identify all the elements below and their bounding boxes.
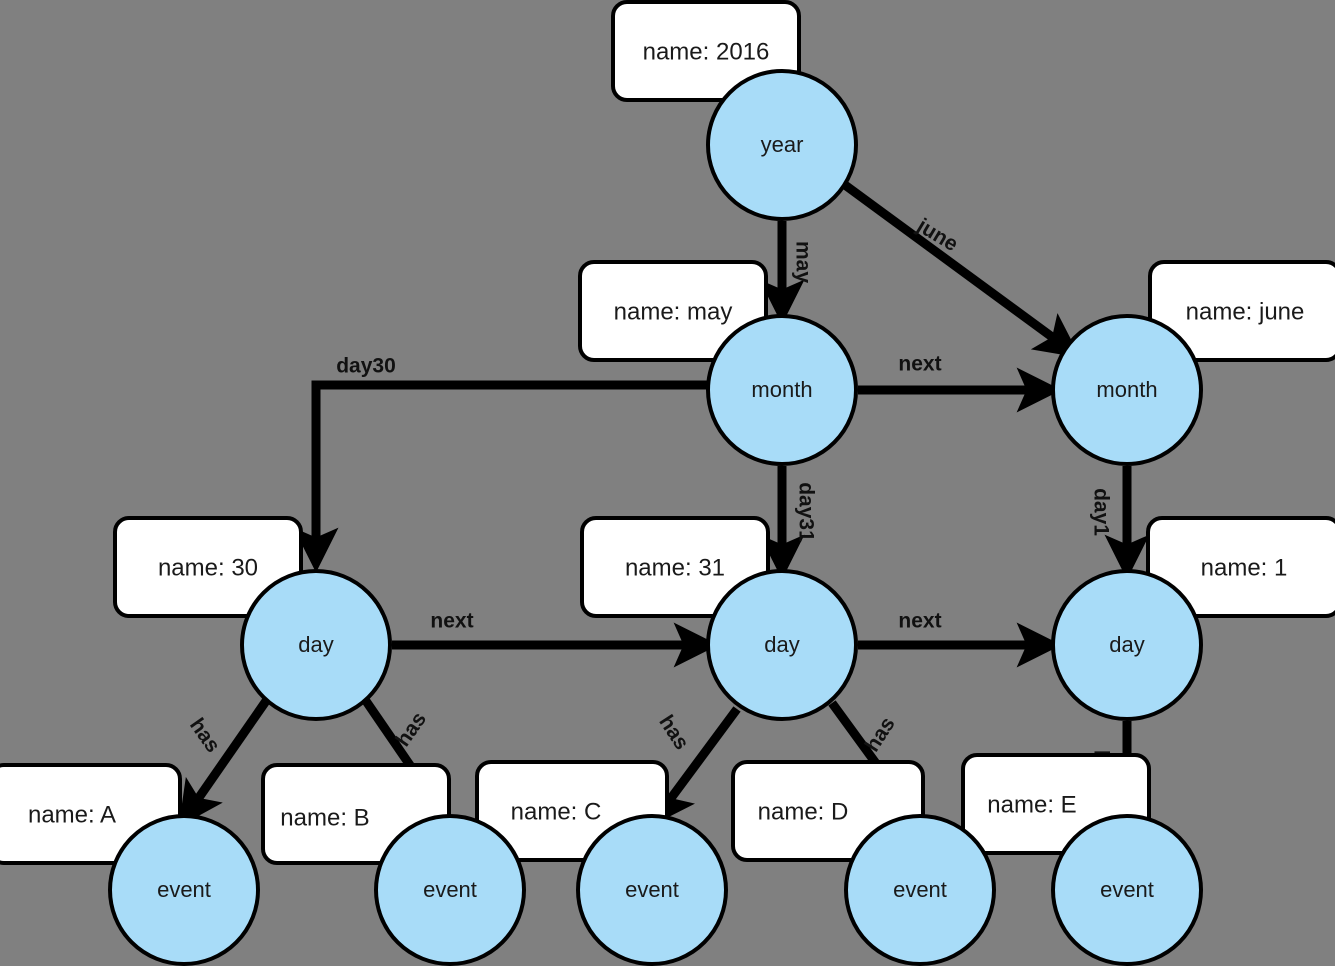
node-circle[interactable]	[706, 569, 858, 721]
property-box-text: name: 31	[625, 554, 725, 581]
edge-may-day30: day30	[293, 355, 708, 573]
property-box-text: name: D	[758, 798, 849, 825]
property-box-text: name: 2016	[643, 38, 770, 65]
node-label: month	[1096, 377, 1157, 402]
node-circle[interactable]	[1051, 569, 1203, 721]
node-circle[interactable]	[108, 814, 260, 966]
property-box-text: name: C	[511, 798, 602, 825]
property-box-text: name: june	[1186, 298, 1305, 325]
node-label: day	[298, 632, 333, 657]
node-day-1[interactable]: day	[1051, 569, 1203, 721]
property-box-text: name: 1	[1201, 554, 1288, 581]
node-circle[interactable]	[1051, 314, 1203, 466]
node-circle[interactable]	[706, 314, 858, 466]
node-month-june[interactable]: month	[1051, 314, 1203, 466]
edge-label-day30: day30	[336, 355, 396, 378]
edge-may-next-june: next	[858, 353, 1062, 413]
property-box-month-may: name: may	[578, 260, 768, 362]
node-circle[interactable]	[374, 814, 526, 966]
nodes-layer: year month month day day day	[108, 69, 1203, 966]
node-label: year	[761, 132, 804, 157]
property-box-rect	[1148, 260, 1335, 362]
property-box-rect	[113, 516, 303, 618]
edge-day30-has-a: has	[178, 698, 270, 827]
node-label: event	[157, 877, 211, 902]
node-circle[interactable]	[240, 569, 392, 721]
property-box-day-31: name: 31	[580, 516, 770, 618]
property-box-rect	[1146, 516, 1335, 618]
edge-label-day1: day1	[1089, 488, 1112, 536]
property-box-month-june: name: june	[1148, 260, 1335, 362]
edge-line-day31-has-c	[650, 706, 741, 827]
property-box-text: name: 30	[158, 554, 258, 581]
property-box-rect	[580, 516, 770, 618]
edge-label-next-months: next	[898, 353, 941, 376]
edge-label-next-day30: next	[430, 610, 473, 633]
property-boxes-layer: name: 2016 name: may name: june name: 30…	[0, 0, 1335, 865]
node-label: day	[764, 632, 799, 657]
node-day-30[interactable]: day	[240, 569, 392, 721]
node-circle[interactable]	[576, 814, 728, 966]
node-label: event	[423, 877, 477, 902]
edge-label-may: may	[791, 241, 814, 283]
node-event-d[interactable]: event	[844, 814, 996, 966]
node-month-may[interactable]: month	[706, 314, 858, 466]
node-label: day	[1109, 632, 1144, 657]
node-event-b[interactable]: event	[374, 814, 526, 966]
edge-may-day31: day31	[759, 466, 817, 580]
property-box-text: name: E	[987, 791, 1076, 818]
edge-day30-next-day31: next	[392, 610, 719, 668]
edge-year-june: june	[842, 181, 1081, 358]
node-circle[interactable]	[1051, 814, 1203, 966]
node-circle[interactable]	[706, 69, 858, 221]
node-label: month	[751, 377, 812, 402]
edge-label-day31: day31	[794, 482, 817, 542]
node-label: event	[1100, 877, 1154, 902]
edge-label-next-day31: next	[898, 610, 941, 633]
property-box-day-30: name: 30	[113, 516, 303, 618]
property-box-rect	[578, 260, 768, 362]
edge-line-may-day30	[293, 380, 708, 573]
node-event-a[interactable]: event	[108, 814, 260, 966]
node-circle[interactable]	[844, 814, 996, 966]
property-box-text: name: B	[280, 804, 369, 831]
property-box-day-1: name: 1	[1146, 516, 1335, 618]
edge-label-has-c: has	[654, 711, 693, 754]
node-event-e[interactable]: event	[1051, 814, 1203, 966]
property-box-text: name: may	[614, 298, 733, 325]
property-box-text: name: A	[28, 801, 116, 828]
edge-line-day30-has-a	[178, 698, 270, 827]
node-day-31[interactable]: day	[706, 569, 858, 721]
node-year[interactable]: year	[706, 69, 858, 221]
edge-day31-next-day1: next	[858, 610, 1062, 668]
node-label: event	[893, 877, 947, 902]
edge-june-day1: day1	[1089, 466, 1150, 580]
node-event-c[interactable]: event	[576, 814, 728, 966]
edge-line-year-june	[842, 181, 1081, 358]
node-label: event	[625, 877, 679, 902]
edge-label-has-a: has	[185, 714, 225, 757]
edge-year-may: may	[759, 221, 814, 325]
